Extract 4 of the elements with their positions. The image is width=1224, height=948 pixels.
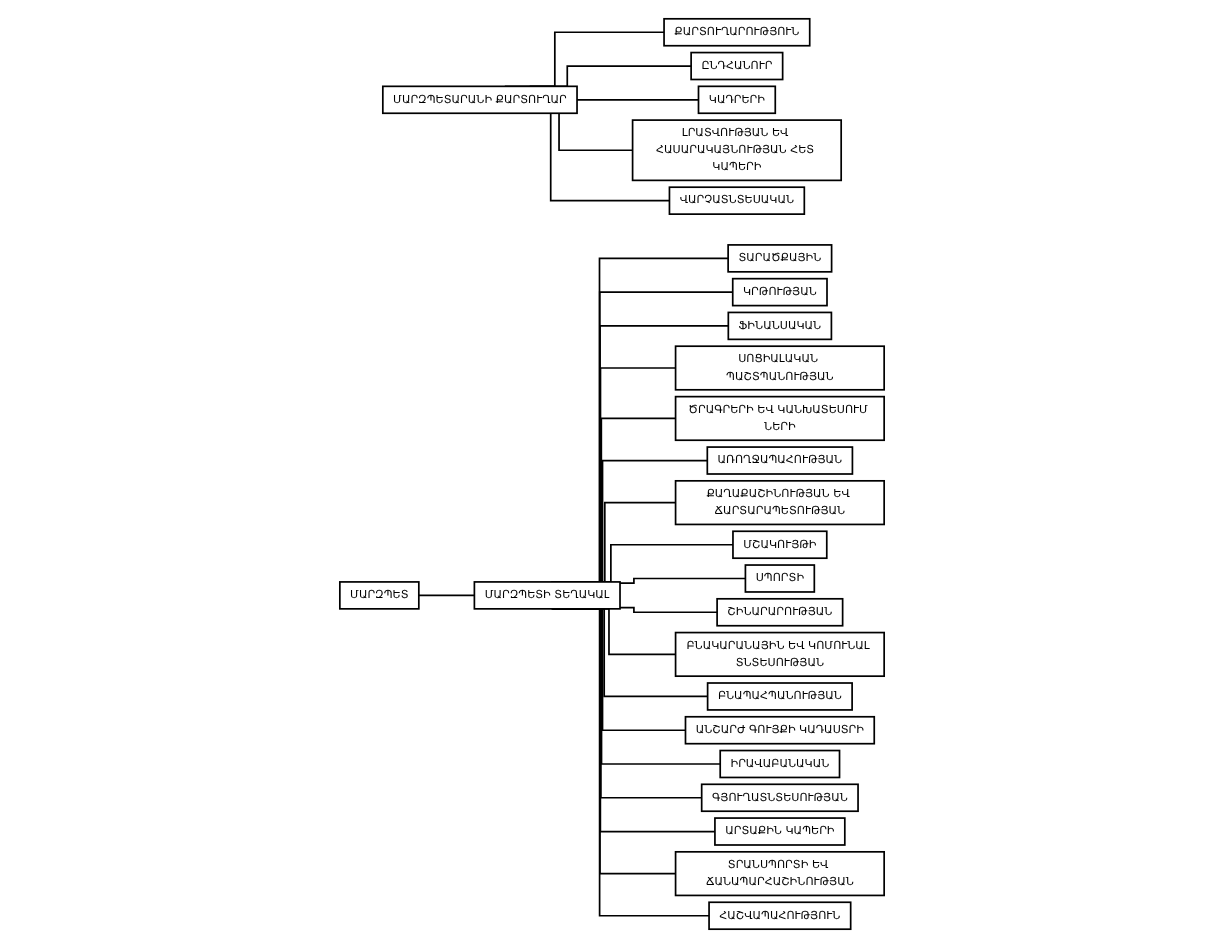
connector [619, 577, 747, 584]
connector [576, 98, 700, 101]
connector [619, 606, 718, 614]
connector [417, 594, 476, 597]
